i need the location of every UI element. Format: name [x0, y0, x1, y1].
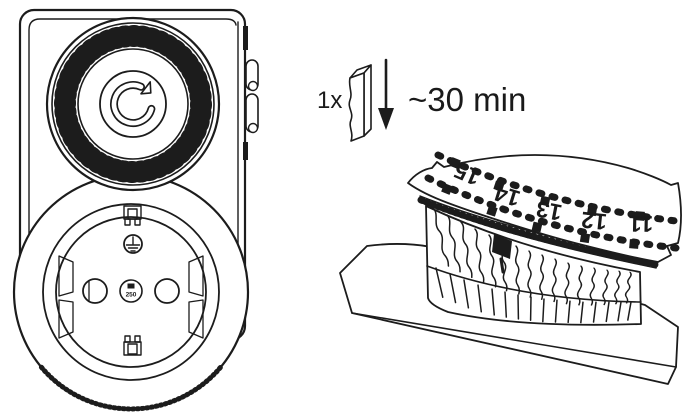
socket-clip-top — [123, 205, 142, 226]
clip-top-inner — [127, 208, 138, 220]
rating-mark — [127, 283, 135, 289]
segment-instruction: 1x ~30 min — [317, 58, 526, 142]
clip-top-foot-left — [124, 218, 131, 226]
dial-outer-inner-circle — [51, 22, 215, 186]
dial-rim-strip — [417, 195, 661, 269]
base-wedge-edge — [351, 312, 677, 368]
earth-symbol-glyph — [125, 236, 141, 252]
dial-knob — [99, 70, 167, 138]
socket-well — [55, 216, 207, 368]
socket-rim-shading — [38, 364, 224, 412]
dial-face: 15 14 13 12 11 — [407, 151, 688, 263]
pin-hole-left — [82, 278, 108, 304]
switch-knob-lower — [247, 122, 259, 134]
side-latch-bottom — [243, 142, 248, 160]
clip-bottom-inner — [127, 343, 138, 355]
clip-bottom-body — [123, 341, 142, 356]
scale-number: 12 — [580, 207, 608, 236]
dial-closeup-illustration: 15 14 13 12 11 — [339, 151, 688, 385]
rim-strip-hatch — [417, 196, 661, 269]
dial-inner-circle — [77, 48, 189, 160]
well-notch-right-lower — [188, 299, 204, 339]
side-switch — [237, 21, 259, 251]
socket-ring-inner — [42, 203, 220, 381]
device-body-bevel — [28, 18, 237, 253]
dial-segment-ring — [54, 25, 212, 183]
schuko-socket: 250 — [12, 173, 250, 412]
well-notch-right-upper — [188, 255, 204, 297]
pin-hole-right — [154, 278, 180, 304]
down-arrow-icon — [378, 58, 394, 130]
timer-dial — [45, 16, 221, 192]
clip-top-foot-right — [134, 218, 141, 226]
pressed-segment — [492, 234, 512, 259]
earth-symbol-icon — [123, 234, 143, 254]
dial-face-torn-outline — [407, 154, 682, 263]
socket-rating-disc: 250 — [119, 279, 143, 303]
scale-number: 11 — [628, 211, 653, 237]
segment-piece-icon — [348, 64, 372, 142]
quantity-label: 1x — [317, 87, 342, 114]
timer-device-illustration: 250 — [12, 8, 259, 412]
rotate-clockwise-icon — [110, 81, 156, 128]
pressed-segment-slot — [499, 257, 505, 274]
tick-arc-upper — [434, 151, 688, 226]
earth-symbol-circle — [123, 234, 143, 254]
well-notch-left-upper — [58, 255, 74, 297]
segment-piece-front-face — [348, 72, 365, 142]
segment-band — [425, 205, 642, 326]
tick-arc-lower — [424, 174, 680, 252]
scale-number: 13 — [534, 196, 564, 226]
switch-knob-upper — [247, 80, 259, 92]
segment-piece-side-face — [363, 64, 372, 137]
down-arrow-head — [378, 108, 394, 130]
well-notch-left-lower — [58, 299, 74, 339]
duration-label: ~30 min — [408, 81, 526, 118]
rotate-arrowhead — [140, 81, 152, 95]
side-latch-top — [243, 26, 248, 50]
rating-disc-outline — [119, 279, 143, 303]
socket-clip-bottom — [123, 335, 142, 356]
rotate-arc-inner — [111, 82, 154, 126]
socket-rating-label: 250 — [126, 292, 137, 299]
